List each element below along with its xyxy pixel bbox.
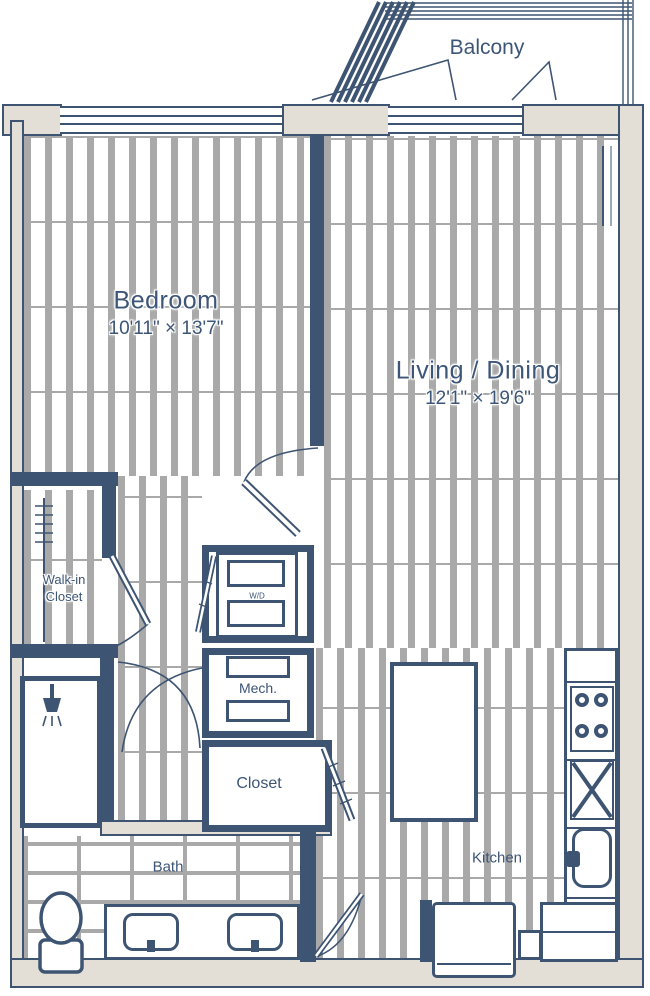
basin-x-icon: [571, 761, 613, 819]
bath-east-wall: [300, 820, 316, 962]
mech-equipment-lower: [226, 700, 290, 722]
counter-seam: [543, 931, 615, 933]
bedroom-label: Bedroom: [113, 286, 219, 315]
dryer-icon: [227, 600, 285, 627]
kitchen-label: Kitchen: [471, 849, 523, 867]
walkin-closet-door: [105, 554, 152, 651]
mech-room: [202, 648, 314, 738]
washer-dryer-unit: [216, 552, 298, 638]
closet-room: [202, 740, 332, 832]
walkin-closet-label: Walk-in Closet: [42, 572, 86, 604]
living-side-window: [602, 146, 620, 226]
hallway-floor: [118, 476, 202, 836]
balcony-door-window: [388, 106, 524, 134]
toilet-icon: [38, 891, 84, 974]
bath-vanity: [104, 904, 300, 960]
closet-label: Closet: [236, 775, 282, 792]
burner-icon: [594, 693, 608, 707]
fridge-door-seam: [437, 963, 511, 965]
bath-label: Bath: [152, 858, 184, 876]
living-dining-dimensions: 12'1" × 19'6": [425, 388, 531, 409]
balcony-door-swing: [311, 58, 557, 101]
bath-door-swings: [117, 661, 203, 753]
bedroom-floor: [24, 136, 310, 476]
closet-rod-icon: [35, 498, 53, 642]
counter-seam: [567, 681, 615, 683]
washer-dryer-label: W/D: [249, 591, 265, 601]
walkin-closet-right-wall: [102, 472, 116, 558]
top-wall-mid-pier: [282, 104, 390, 136]
kitchen-sink: [566, 828, 612, 888]
kitchen-island: [390, 662, 478, 822]
balcony-divider-hatch: [329, 1, 416, 103]
closet-door: [320, 746, 356, 822]
burner-icon: [575, 724, 589, 738]
kitchen-nook-wall: [420, 900, 432, 962]
shower-head-icon: [42, 684, 62, 727]
right-wall: [618, 104, 644, 988]
balcony-label: Balcony: [449, 36, 525, 59]
living-dining-label: Living / Dining: [395, 356, 561, 385]
laundry-door: [195, 555, 217, 633]
bedroom-dimensions: 10'11" × 13'7": [108, 318, 224, 339]
refrigerator: [432, 902, 516, 978]
burner-icon: [575, 693, 589, 707]
bath-lower-door: [313, 892, 365, 958]
vanity-faucet-icon: [251, 940, 259, 952]
mech-equipment-upper: [226, 656, 290, 678]
vanity-faucet-icon: [147, 940, 155, 952]
burner-icon: [594, 724, 608, 738]
shower-stall: [20, 676, 102, 828]
dishwasher: [518, 930, 542, 960]
walkin-closet-bottom-wall: [10, 644, 118, 658]
vanity-sink-icon: [123, 913, 179, 952]
counter-seam: [567, 897, 615, 899]
kitchen-faucet-icon: [566, 851, 580, 867]
bedroom-window: [60, 106, 284, 134]
bedroom-door: [241, 447, 319, 537]
living-floor-upper: [324, 136, 618, 648]
bottom-wall: [10, 958, 644, 988]
walkin-closet-top-wall: [10, 472, 118, 486]
vanity-sink-icon: [227, 913, 283, 952]
cooktop: [570, 686, 614, 752]
mech-label: Mech.: [238, 680, 278, 696]
washer-icon: [227, 560, 285, 587]
balcony-railing: [385, 0, 634, 104]
shower-right-wall: [100, 658, 114, 836]
bedroom-living-wall: [310, 134, 324, 446]
